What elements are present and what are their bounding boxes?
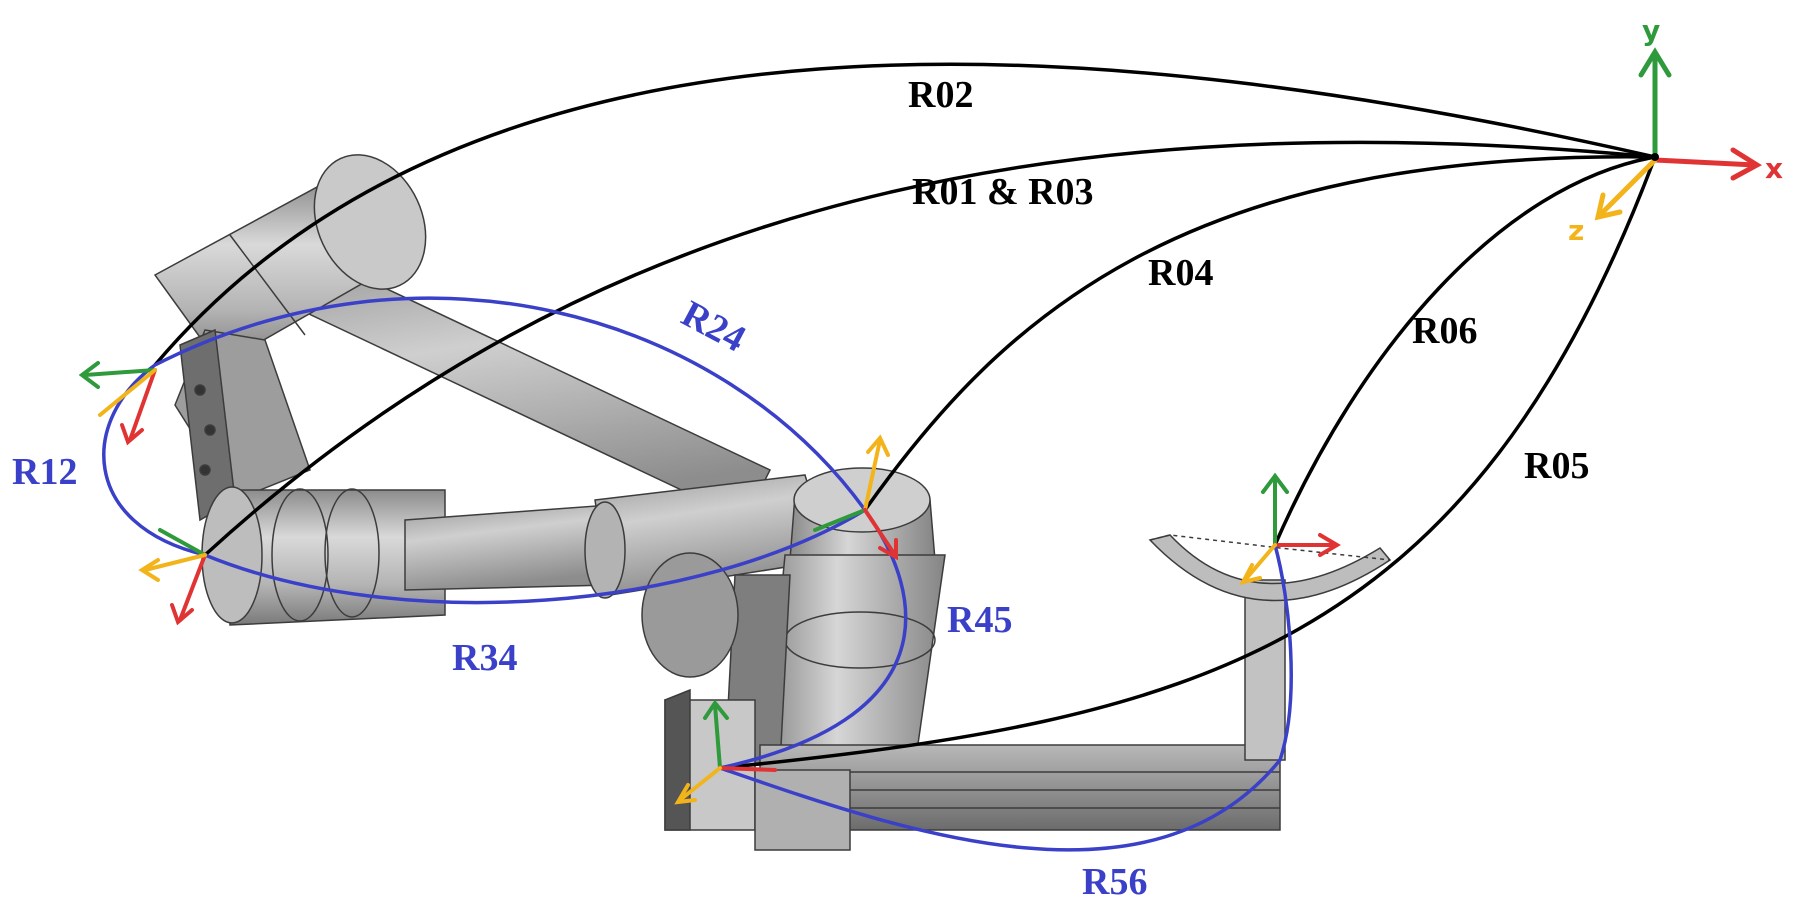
label-r34: R34 (452, 637, 517, 679)
label-r24: R24 (675, 293, 753, 361)
robotic-arm-model (153, 154, 1392, 851)
vector-r01-r03 (203, 140, 1656, 557)
forearm-cylinder-face (584, 501, 626, 599)
wrist-support-disc (641, 552, 739, 678)
vector-r05 (719, 156, 1657, 770)
global-y-label: y (1642, 14, 1660, 47)
forearm-rod (404, 504, 611, 591)
base-mount (754, 769, 851, 851)
global-z-axis (1597, 157, 1658, 218)
vector-r56 (719, 544, 1293, 852)
label-r05: R05 (1524, 445, 1589, 487)
cradle-rim (1149, 534, 1391, 561)
coordinate-frame-icon (78, 361, 157, 446)
joint-frames (78, 361, 1341, 805)
vector-r45 (719, 508, 908, 770)
global-x-axis (1652, 157, 1758, 168)
elbow-cylinder-ring (324, 488, 380, 618)
wrist-cylinder-lower (764, 554, 946, 766)
relative-vectors (102, 296, 1293, 852)
base-end-block-side (664, 688, 691, 831)
vector-r34 (204, 508, 866, 605)
global-frame (1594, 47, 1762, 221)
bracket-hole (194, 384, 206, 396)
elbow-cylinder-face (201, 486, 263, 624)
coordinate-frame-icon (813, 434, 898, 561)
coordinate-frame-icon (138, 528, 207, 626)
elbow-cylinder-ring (271, 488, 329, 622)
shoulder-ring (229, 234, 306, 336)
global-vectors (153, 62, 1657, 770)
global-y-arrowhead (1638, 47, 1672, 78)
global-x-label: x (1765, 152, 1783, 185)
label-r56: R56 (1082, 861, 1147, 903)
global-z-label: z (1568, 214, 1584, 247)
label-r45: R45 (947, 599, 1012, 641)
cradle-post (1244, 579, 1286, 761)
global-origin (1651, 153, 1659, 161)
vector-r02 (153, 62, 1656, 367)
label-r02: R02 (908, 74, 973, 116)
wrist-cylinder-top (793, 467, 931, 533)
vector-r04 (863, 155, 1656, 512)
label-r01-r03: R01 & R03 (912, 171, 1094, 213)
label-r12: R12 (12, 451, 77, 493)
cradle (1148, 534, 1392, 602)
shoulder-cylinder-face (313, 154, 427, 290)
label-r06: R06 (1412, 310, 1477, 352)
global-z-arrowhead (1594, 192, 1623, 221)
label-r04: R04 (1148, 252, 1213, 294)
coordinate-frame-icon (1239, 472, 1341, 585)
coordinate-frame-icon (674, 699, 777, 805)
vector-r06 (1273, 155, 1656, 546)
vector-r24 (154, 296, 867, 512)
bracket-hole (199, 464, 211, 476)
global-x-arrowhead (1730, 147, 1762, 181)
bracket-hole (204, 424, 216, 436)
